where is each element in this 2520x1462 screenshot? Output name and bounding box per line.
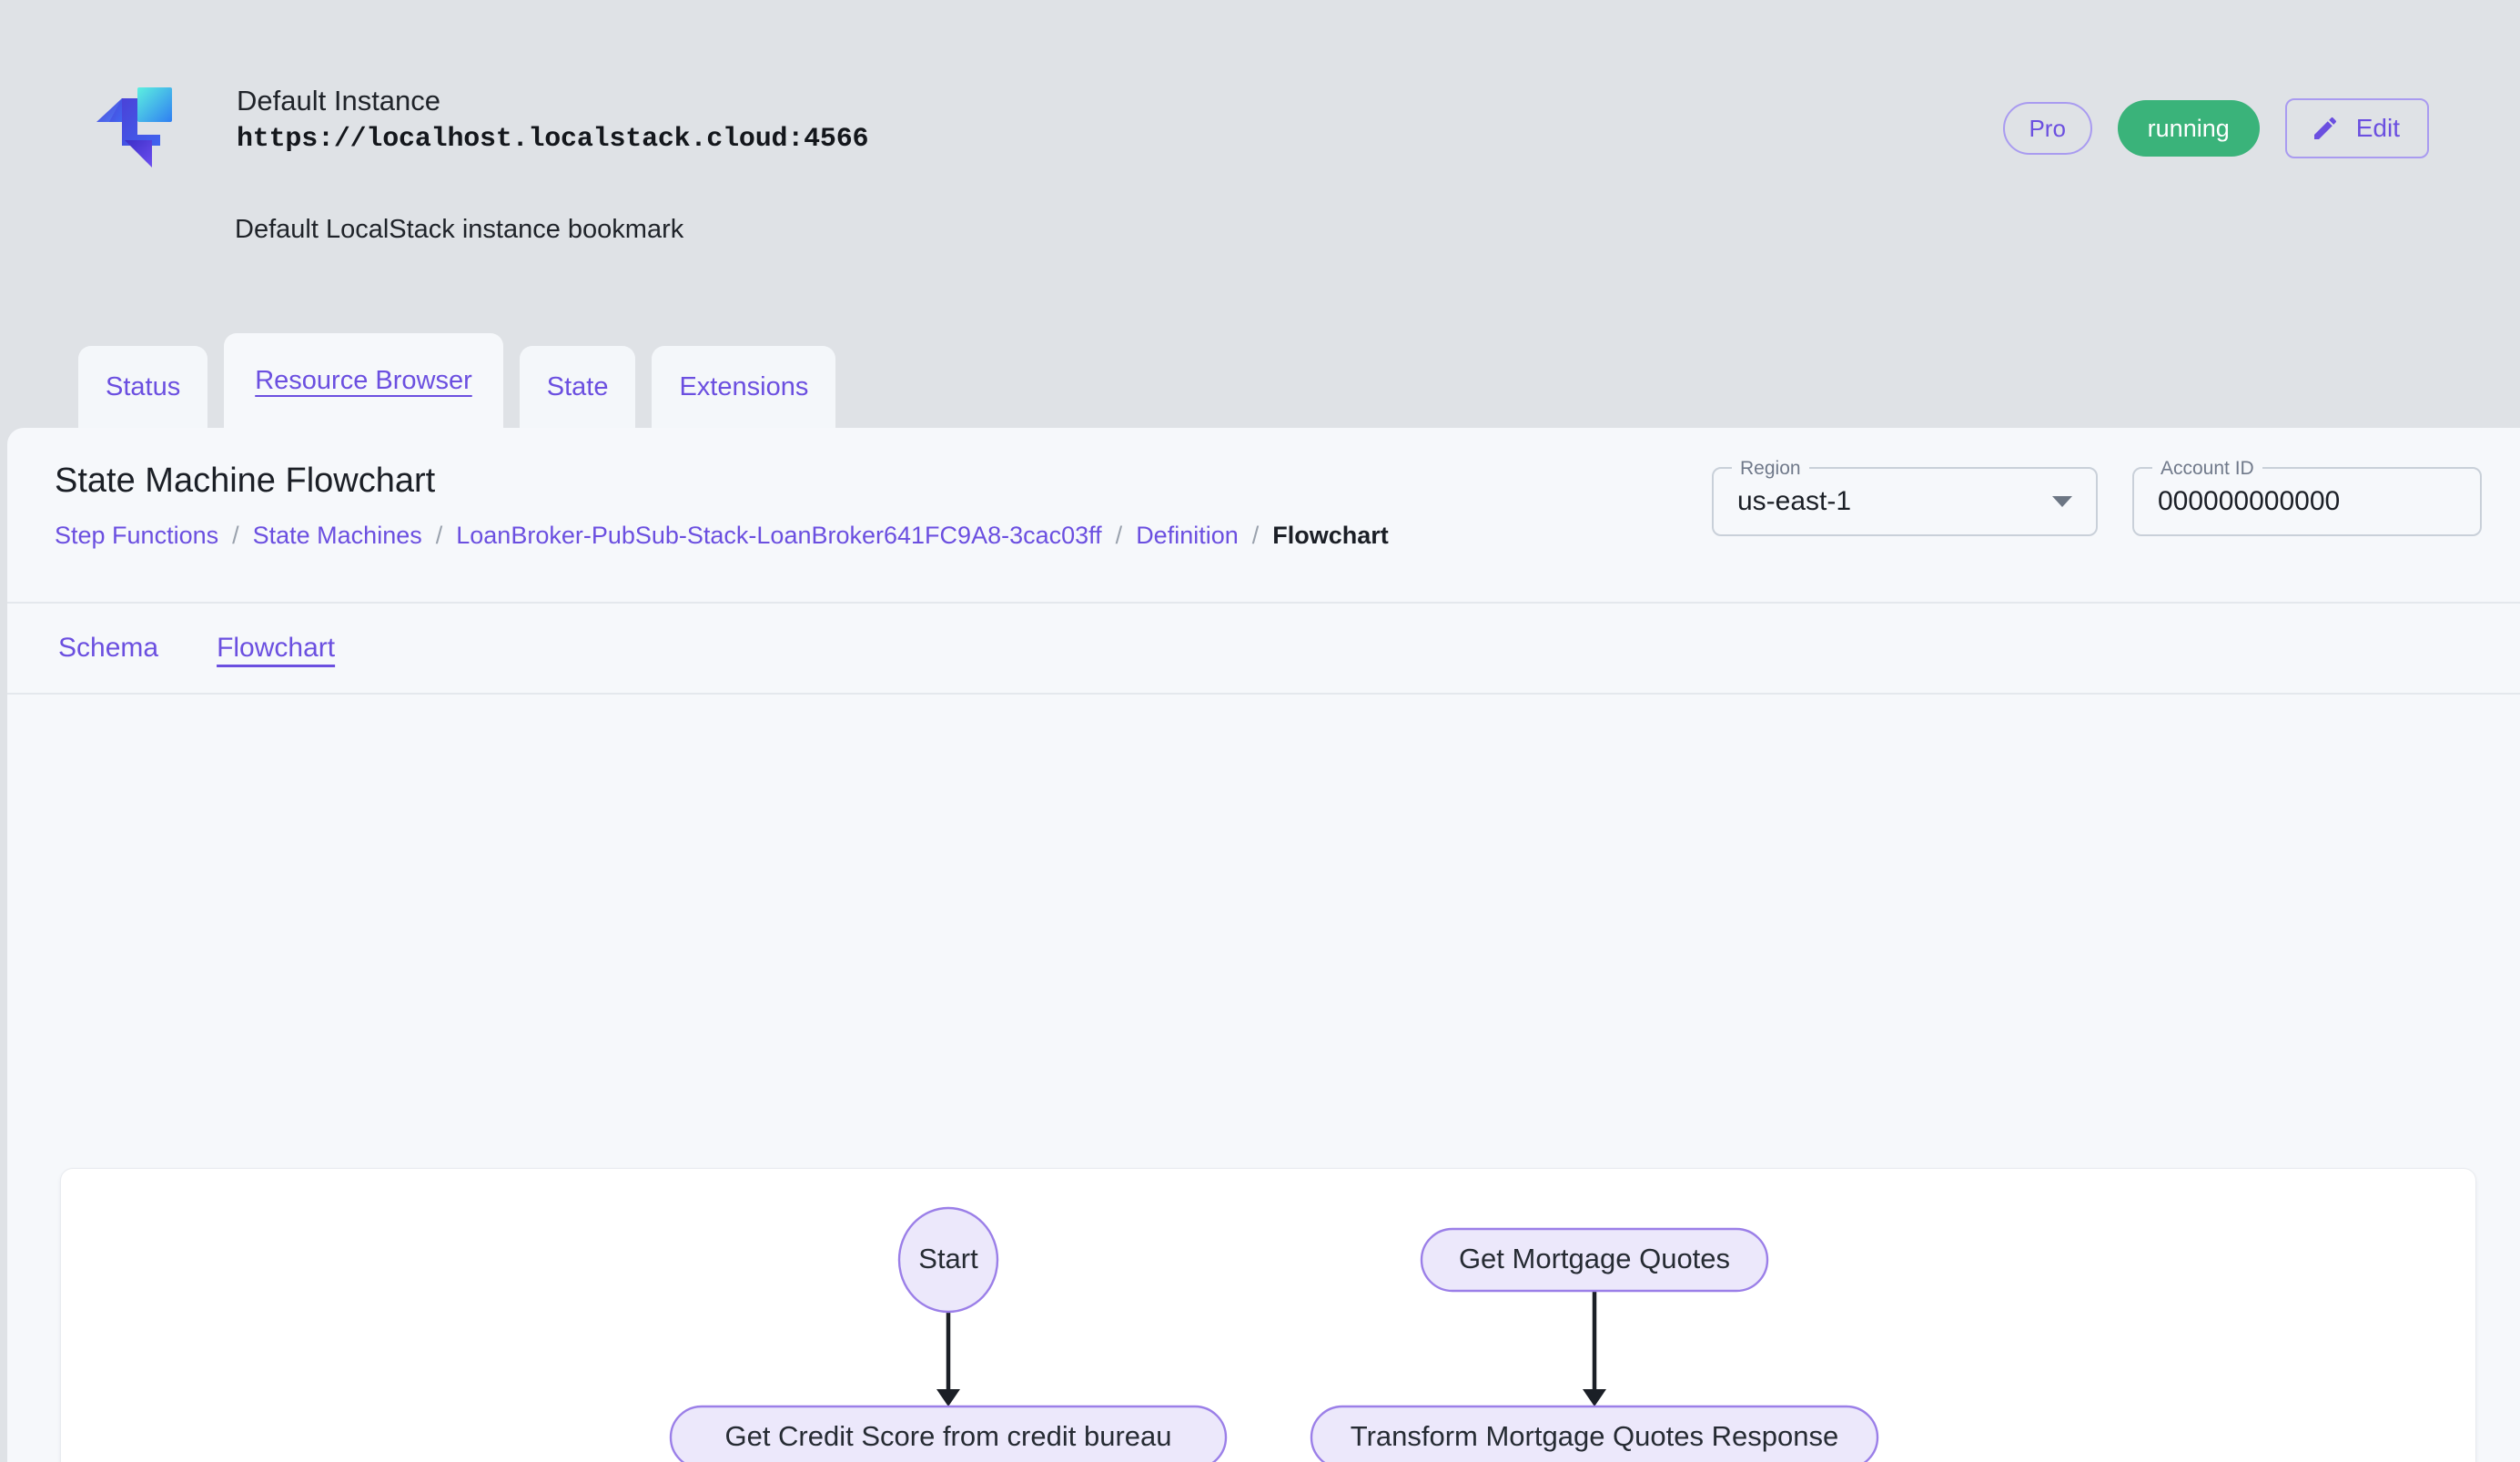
instance-description: Default LocalStack instance bookmark [235,215,684,244]
account-id-legend: Account ID [2152,457,2262,480]
main-tab-bar: Status Resource Browser State Extensions [0,333,2520,428]
flow-node-quotes[interactable]: Get Mortgage Quotes [1420,1227,1769,1293]
breadcrumb-item-flowchart: Flowchart [1272,522,1389,549]
tab-resource-browser-label: Resource Browser [255,365,472,395]
localstack-logo-icon [87,78,177,168]
flow-node-label: Transform Mortgage Quotes Response [1351,1420,1838,1452]
resource-sub-tab-bar: Schema Flowchart [7,604,2520,695]
flow-node-label: Start [918,1243,978,1274]
page-title: State Machine Flowchart [55,462,436,500]
tab-state[interactable]: State [519,346,636,428]
instance-title: Default Instance [237,85,441,117]
tab-resource-browser[interactable]: Resource Browser [224,333,503,428]
tab-state-label: State [546,371,609,401]
region-select-value: us-east-1 [1737,486,1852,516]
flow-node-credit[interactable]: Get Credit Score from credit bureau [669,1405,1228,1462]
flow-node-start[interactable]: Start [897,1206,999,1314]
sub-tab-flowchart[interactable]: Flowchart [217,633,336,663]
chevron-down-icon[interactable] [2052,496,2072,507]
flow-node-transform[interactable]: Transform Mortgage Quotes Response [1310,1405,1879,1462]
breadcrumb-item-state-machines[interactable]: State Machines [252,522,422,549]
account-id-field[interactable]: Account ID 000000000000 [2132,457,2482,536]
resource-header: State Machine Flowchart Step Functions /… [7,428,2520,604]
instance-brand: Default Instance https://localhost.local… [87,78,869,168]
edit-button-label: Edit [2355,114,2400,142]
instance-text-block: Default Instance https://localhost.local… [237,78,869,159]
breadcrumb-item-state-machine-name[interactable]: LoanBroker-PubSub-Stack-LoanBroker641FC9… [456,522,1102,549]
breadcrumb-separator: / [232,522,239,549]
instance-url: https://localhost.localstack.cloud:4566 [237,124,869,155]
main-content-panel: State Machine Flowchart Step Functions /… [7,428,2520,1462]
tab-extensions-label: Extensions [679,371,809,401]
breadcrumb-separator: / [1115,522,1123,549]
tab-status[interactable]: Status [78,346,208,428]
breadcrumb-separator: / [435,522,443,549]
flow-node-label: Get Credit Score from credit bureau [724,1420,1171,1452]
instance-header-controls: Pro running Edit [2002,98,2429,158]
pro-badge[interactable]: Pro [2002,102,2092,155]
breadcrumb-item-step-functions[interactable]: Step Functions [55,522,219,549]
flow-edge [1583,1291,1606,1406]
region-select[interactable]: Region us-east-1 [1712,457,2098,536]
scope-selectors: Region us-east-1 Account ID 000000000000 [1712,457,2482,536]
tab-extensions[interactable]: Extensions [652,346,836,428]
edit-button[interactable]: Edit [2284,98,2429,158]
status-badge[interactable]: running [2117,100,2260,157]
instance-header: Default Instance https://localhost.local… [0,0,2520,428]
breadcrumb-separator: / [1251,522,1260,549]
region-select-legend: Region [1732,457,1809,480]
flow-node-label: Get Mortgage Quotes [1459,1243,1730,1274]
breadcrumb: Step Functions / State Machines / LoanBr… [55,519,1389,552]
account-id-value: 000000000000 [2158,486,2341,516]
sub-tab-schema[interactable]: Schema [58,633,159,663]
flow-edge [936,1312,960,1406]
breadcrumb-item-definition[interactable]: Definition [1136,522,1239,549]
pencil-icon [2311,114,2340,143]
tab-status-label: Status [106,371,181,401]
